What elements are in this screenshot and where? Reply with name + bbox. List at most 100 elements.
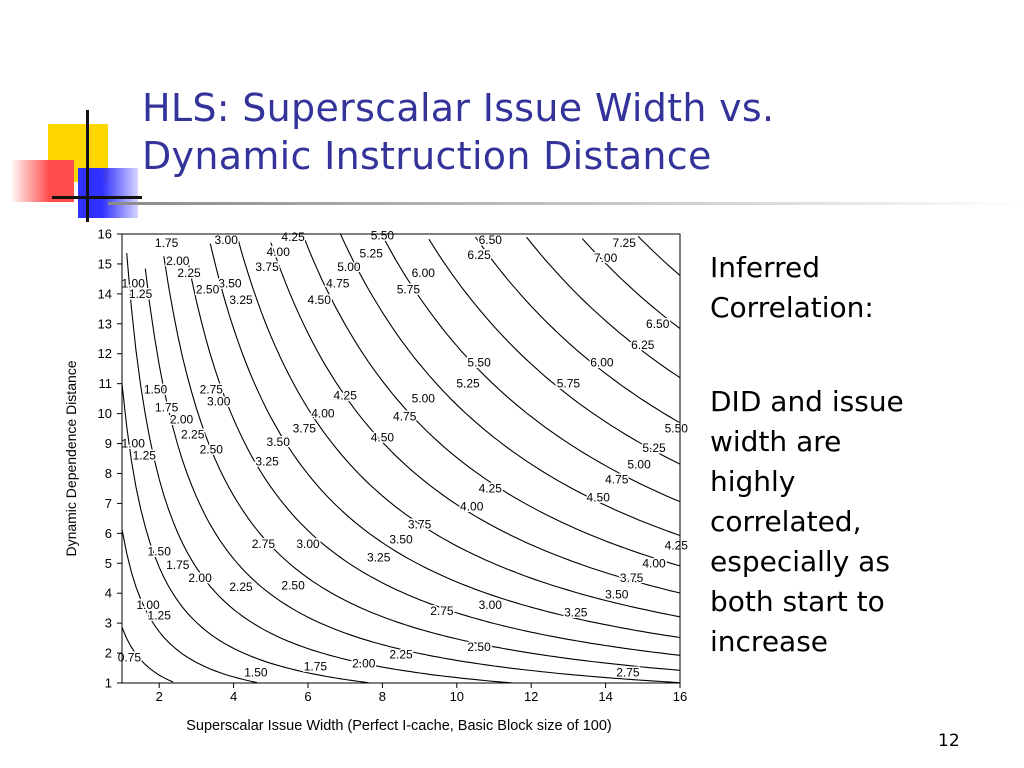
contour-label: 4.25	[665, 538, 689, 552]
contour-label: 6.50	[646, 317, 670, 331]
contour-label: 5.25	[456, 377, 480, 391]
contour-label: 0.75	[118, 651, 142, 665]
contour-label: 1.00	[122, 276, 146, 290]
side-body-line-5: especially as	[710, 545, 890, 578]
contour-label: 4.50	[308, 293, 332, 307]
contour-label: 6.00	[412, 266, 436, 280]
contour-label: 3.00	[207, 395, 231, 409]
y-tick-label: 4	[105, 586, 112, 601]
slide-title-line-2: Dynamic Instruction Distance	[142, 134, 712, 178]
contour-label: 1.25	[133, 449, 157, 463]
side-body-line-7: increase	[710, 625, 829, 658]
contour-label: 5.50	[467, 356, 491, 370]
contour-label: 6.25	[467, 248, 491, 262]
contour-label: 4.25	[479, 481, 503, 495]
contour-line-2-5	[186, 256, 681, 656]
contour-label: 3.50	[218, 276, 242, 290]
contour-label: 3.25	[229, 293, 253, 307]
contour-label: 4.00	[642, 556, 666, 570]
contour-label: 3.75	[255, 260, 279, 274]
contour-label: 3.00	[479, 598, 503, 612]
y-tick-label: 9	[105, 436, 112, 451]
y-tick-label: 12	[98, 346, 112, 361]
side-body-line-6: both start to	[710, 585, 885, 618]
y-tick-label: 10	[98, 406, 112, 421]
contour-line-5	[581, 238, 681, 330]
y-axis-label: Dynamic Dependence Distance	[63, 360, 79, 556]
contour-lines	[121, 234, 681, 684]
contour-label: 1.75	[166, 558, 190, 572]
contour-label: 1.25	[129, 287, 153, 301]
contour-line-3-75	[340, 234, 681, 537]
contour-label: 3.25	[367, 550, 391, 564]
y-tick-label: 5	[105, 556, 112, 571]
contour-label: 5.50	[665, 422, 689, 436]
contour-label: 1.75	[304, 660, 328, 674]
y-tick-label: 16	[98, 227, 112, 242]
y-tick-label: 11	[99, 376, 113, 391]
contour-line-1-75	[126, 253, 513, 684]
contour-line-4-75	[526, 236, 681, 379]
y-tick-label: 6	[105, 526, 112, 541]
y-tick-label: 15	[98, 256, 112, 271]
contour-line-2	[144, 268, 681, 684]
contour-label: 5.75	[557, 377, 581, 391]
title-underline-rule	[108, 202, 1024, 205]
x-tick-label: 6	[304, 689, 311, 704]
contour-label: 2.25	[181, 428, 205, 442]
contour-label: 3.50	[389, 532, 413, 546]
y-tick-label: 14	[98, 286, 112, 301]
contour-label: 4.25	[281, 230, 305, 244]
contour-label: 1.25	[148, 609, 172, 623]
contour-label: 3.50	[267, 435, 291, 449]
contour-label: 4.75	[393, 410, 417, 424]
contour-label: 1.00	[136, 598, 160, 612]
contour-line-2-75	[209, 243, 681, 639]
contour-label: 2.00	[188, 571, 212, 585]
contour-label: 3.75	[408, 517, 432, 531]
contour-label: 2.25	[229, 580, 253, 594]
contour-label: 2.25	[177, 266, 201, 280]
y-tick-label: 2	[105, 646, 112, 661]
side-body-line-3: highly	[710, 465, 796, 498]
deco-horizontal-line	[52, 196, 142, 199]
contour-line-4-25	[428, 238, 681, 465]
contour-label: 2.25	[389, 648, 413, 662]
contour-label: 5.00	[627, 458, 651, 472]
contour-label: 5.25	[360, 247, 384, 261]
side-heading-line-2: Correlation:	[710, 291, 874, 324]
contour-label: 1.75	[155, 236, 179, 250]
x-axis-label: Superscalar Issue Width (Perfect I-cache…	[186, 718, 612, 734]
side-text: Inferred Correlation: DID and issue widt…	[710, 248, 1010, 662]
deco-red-bar	[12, 160, 74, 202]
side-body-line-4: correlated,	[710, 505, 862, 538]
contour-label: 5.25	[642, 441, 666, 455]
contour-line-2-25	[163, 256, 681, 671]
contour-label: 2.75	[430, 604, 454, 618]
contour-label: 6.50	[479, 233, 503, 247]
x-tick-label: 16	[673, 689, 687, 704]
contour-label: 2.00	[170, 413, 194, 427]
y-tick-label: 1	[105, 676, 112, 691]
contour-label: 2.00	[166, 254, 190, 268]
contour-label: 3.75	[293, 422, 317, 436]
contour-label: 3.00	[296, 537, 320, 551]
contour-label: 2.50	[281, 579, 305, 593]
contour-label: 2.00	[352, 657, 376, 671]
contour-line-1-5	[121, 383, 369, 684]
slide-title-line-1: HLS: Superscalar Issue Width vs.	[142, 86, 775, 130]
contour-label: 4.00	[311, 407, 335, 421]
plot-frame	[121, 233, 681, 684]
x-tick-label: 12	[524, 689, 538, 704]
y-tick-label: 13	[98, 316, 112, 331]
contour-label: 4.50	[587, 490, 611, 504]
x-tick-label: 2	[156, 689, 163, 704]
contour-label: 1.50	[148, 544, 172, 558]
y-tick-label: 8	[105, 466, 112, 481]
contour-label: 3.25	[564, 606, 588, 620]
contour-label: 5.75	[397, 282, 421, 296]
contour-label: 4.25	[334, 389, 358, 403]
contour-line-3-5	[302, 235, 681, 567]
